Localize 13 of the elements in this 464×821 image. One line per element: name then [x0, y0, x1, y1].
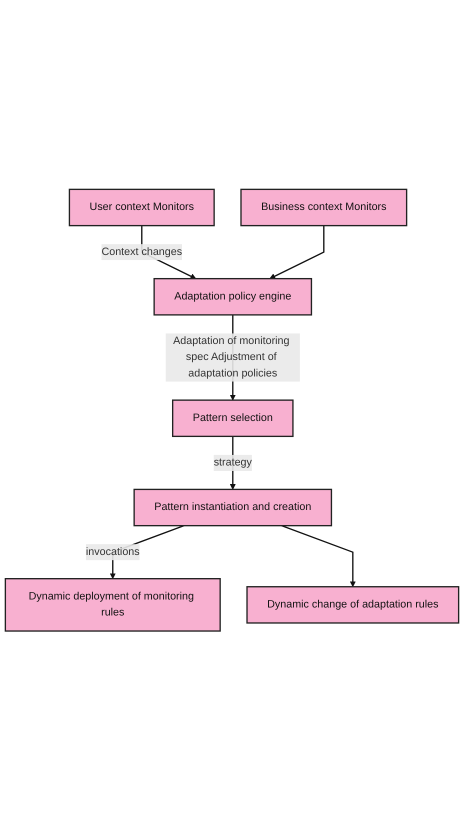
node-box: User context Monitors	[68, 189, 215, 227]
edge-label: invocations	[86, 546, 140, 558]
edge-label: Adaptation of monitoring spec Adjustment of adaptation policies	[173, 336, 290, 380]
node-box: Pattern instantiation and creation	[133, 489, 332, 527]
node-box: Adaptation policy engine	[153, 278, 312, 316]
arrow	[281, 525, 356, 588]
arrow	[269, 226, 324, 280]
edge-label: Context changes	[101, 246, 182, 258]
edge-label: strategy	[214, 457, 252, 469]
node-box: Dynamic deployment of monitoring rules	[4, 578, 221, 632]
node-box: Business context Monitors	[240, 189, 408, 227]
node-box: Pattern selection	[172, 400, 294, 438]
node-box: Dynamic change of adaptation rules	[246, 586, 460, 624]
